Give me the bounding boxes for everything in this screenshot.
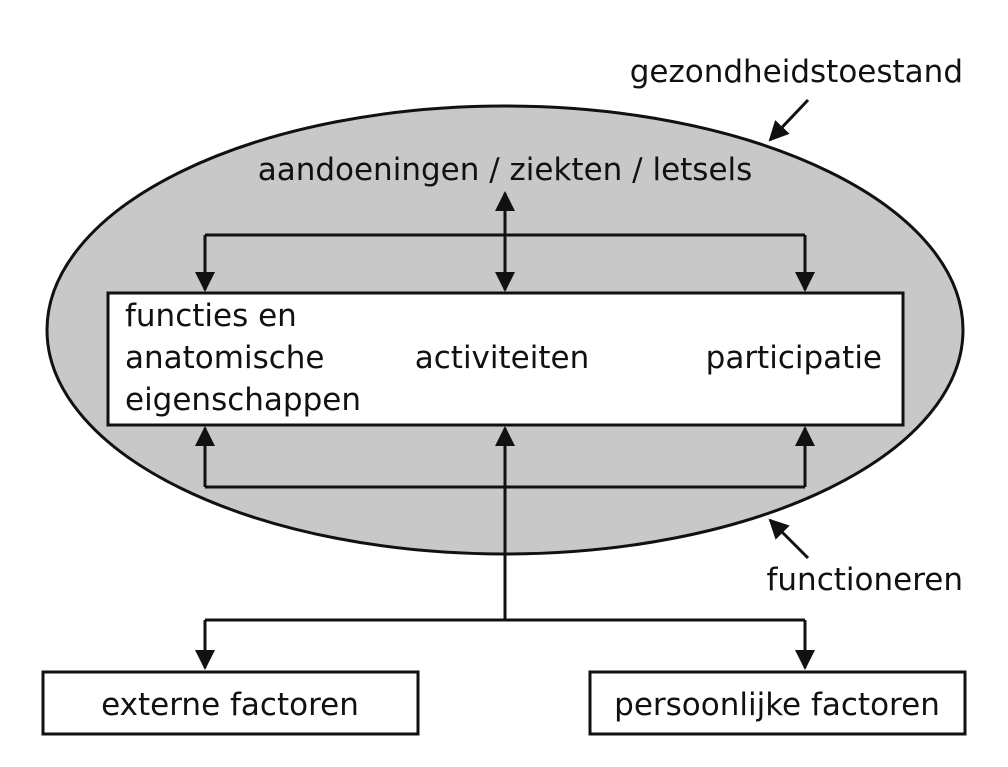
external-factors-box [41, 670, 420, 736]
external-factors-label: externe factoren [101, 687, 359, 723]
functioning-pointer [768, 518, 810, 560]
health-condition-pointer [768, 98, 810, 142]
top-connector [195, 191, 815, 292]
functioning-caption: functioneren [767, 562, 964, 598]
functions-label-line3: eigenschappen [125, 382, 361, 418]
personal-factors-label: persoonlijke factoren [614, 687, 940, 723]
health-condition-caption: gezondheidstoestand [630, 54, 963, 90]
disorders-label: aandoeningen / ziekten / letsels [258, 152, 753, 188]
activities-label: activiteiten [415, 340, 589, 376]
bottom-connector [195, 426, 815, 670]
components-box [106, 291, 905, 427]
functions-label-line2: anatomische [125, 340, 325, 376]
functions-label-line1: functies en [125, 298, 297, 334]
participation-label: participatie [706, 340, 882, 376]
personal-factors-box [588, 670, 967, 736]
